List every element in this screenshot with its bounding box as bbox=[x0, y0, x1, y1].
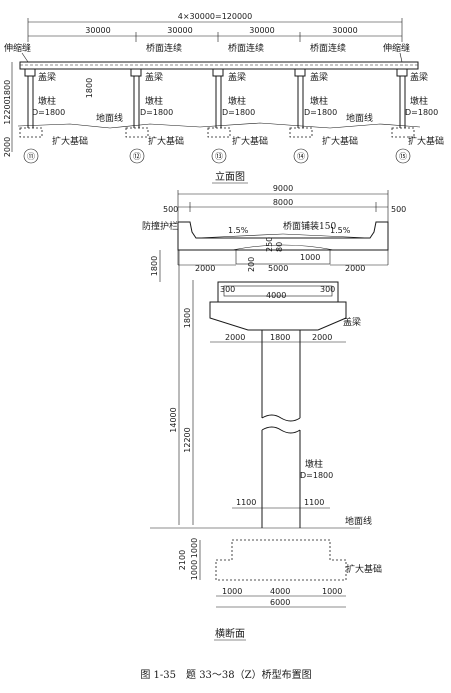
pier-no-13: ⑬ bbox=[215, 152, 223, 161]
total-span-dim: 4×30000=120000 bbox=[178, 12, 252, 21]
xs-dim-2000-right: 2000 bbox=[345, 264, 365, 273]
xs-dim-1000-f1: 1000 bbox=[190, 538, 199, 558]
xs-dim-1800-cap: 1800 bbox=[183, 308, 192, 328]
xs-dim-200: 200 bbox=[247, 257, 256, 272]
elev-pier-d-1: D=1800 bbox=[32, 108, 65, 117]
elev-capbeam-label-1: 盖梁 bbox=[38, 71, 56, 83]
xs-dim-500-right: 500 bbox=[391, 205, 406, 214]
elev-pier-label-3: 墩柱 bbox=[228, 95, 246, 107]
elevation-title: 立面图 bbox=[215, 170, 245, 183]
xs-foundation bbox=[215, 539, 347, 581]
xs-slope-right: 1.5% bbox=[330, 226, 351, 235]
xs-dim-300-right: 300 bbox=[320, 285, 335, 294]
pier-no-15: ⑮ bbox=[399, 152, 407, 161]
xs-dim-12200: 12200 bbox=[183, 427, 192, 452]
xs-pier-d: D=1800 bbox=[300, 471, 333, 480]
pier-no-11: ⑪ bbox=[27, 152, 35, 161]
elev-ground-label-2: 地面线 bbox=[346, 112, 373, 124]
elevation-pier-2 bbox=[125, 68, 149, 138]
xs-dim-1000-b2: 1000 bbox=[322, 587, 342, 596]
span-dim-2: 30000 bbox=[167, 26, 192, 35]
xs-dim-5000: 5000 bbox=[268, 264, 288, 273]
elev-capbeam-label-2: 盖梁 bbox=[145, 71, 163, 83]
elevation-ground-line bbox=[17, 122, 421, 129]
xs-paving-label: 桥面铺装150 bbox=[283, 220, 336, 232]
xs-guardrail-label: 防撞护栏 bbox=[142, 220, 178, 232]
xs-dim-9000: 9000 bbox=[273, 184, 293, 193]
xs-dim-1000-b1: 1000 bbox=[222, 587, 242, 596]
xs-dim-500-left: 500 bbox=[163, 205, 178, 214]
pier-no-14: ⑭ bbox=[297, 152, 305, 161]
span-dim-1: 30000 bbox=[85, 26, 110, 35]
elevation-pier-4 bbox=[289, 68, 313, 138]
elev-dim-2000: 2000 bbox=[3, 137, 12, 157]
xs-dim-1100-left: 1100 bbox=[236, 498, 256, 507]
elev-foundation-label-3: 扩大基础 bbox=[232, 135, 268, 147]
elev-dim-1800: 1800 bbox=[3, 80, 12, 100]
elev-capbeam-label-4: 盖梁 bbox=[310, 71, 328, 83]
elev-pier-d-2: D=1800 bbox=[140, 108, 173, 117]
xs-dim-2000-left: 2000 bbox=[195, 264, 215, 273]
xs-cap-beam bbox=[209, 301, 347, 331]
elev-pier-d-4: D=1800 bbox=[304, 108, 337, 117]
span-dim-4: 30000 bbox=[332, 26, 357, 35]
elev-foundation-label-4: 扩大基础 bbox=[322, 135, 358, 147]
xs-pier-label: 墩柱 bbox=[305, 458, 323, 470]
elev-pier-label-2: 墩柱 bbox=[145, 95, 163, 107]
xs-capbeam-label: 盖梁 bbox=[343, 316, 361, 328]
xs-dim-14000: 14000 bbox=[169, 407, 178, 432]
xs-dim-4000-cap: 4000 bbox=[266, 291, 286, 300]
xs-dim-8000: 8000 bbox=[273, 198, 293, 207]
xs-dim-1800-w: 1800 bbox=[270, 333, 290, 342]
elev-foundation-label-1: 扩大基础 bbox=[52, 135, 88, 147]
expansion-joint-right-label: 伸缩缝 bbox=[383, 42, 410, 54]
elev-pier-d-5: D=1800 bbox=[405, 108, 438, 117]
elev-ground-label: 地面线 bbox=[96, 112, 123, 124]
figure-caption: 图 1-35 题 33～38（Z）桥型布置图 bbox=[140, 668, 311, 681]
xs-slope-left: 1.5% bbox=[228, 226, 249, 235]
elev-dim-1800-b: 1800 bbox=[85, 78, 94, 98]
xs-dim-2000-a: 2000 bbox=[225, 333, 245, 342]
elev-pier-label-4: 墩柱 bbox=[310, 95, 328, 107]
elevation-pier-5 bbox=[391, 68, 415, 138]
span-dim-3: 30000 bbox=[249, 26, 274, 35]
xs-pier-column bbox=[261, 330, 301, 528]
pier-no-12: ⑫ bbox=[133, 152, 141, 161]
expansion-joint-left-label: 伸缩缝 bbox=[4, 42, 31, 54]
elev-foundation-label-2: 扩大基础 bbox=[148, 135, 184, 147]
xs-dim-4000-f: 4000 bbox=[270, 587, 290, 596]
xs-foundation-label: 扩大基础 bbox=[346, 563, 382, 575]
xs-dim-300-left: 300 bbox=[220, 285, 235, 294]
elevation-pier-3 bbox=[207, 68, 231, 138]
xs-dim-6000: 6000 bbox=[270, 598, 290, 607]
xs-dim-1100-right: 1100 bbox=[304, 498, 324, 507]
xs-dim-2100: 2100 bbox=[178, 550, 187, 570]
cross-section-view: 9000 8000 500 500 防撞护栏 1.5% 桥面铺装150 1.5%… bbox=[142, 184, 406, 641]
xs-dim-1800-top: 1800 bbox=[150, 256, 159, 276]
deck-continuity-label-2: 桥面连续 bbox=[228, 42, 264, 54]
xs-ground-label: 地面线 bbox=[345, 515, 372, 527]
elev-pier-d-3: D=1800 bbox=[222, 108, 255, 117]
xs-dim-1000-f2: 1000 bbox=[190, 560, 199, 580]
elev-dim-12200: 12200 bbox=[3, 99, 12, 124]
xs-dim-80: 80 bbox=[275, 242, 284, 252]
elev-pier-label-1: 墩柱 bbox=[38, 95, 56, 107]
elev-capbeam-label-3: 盖梁 bbox=[228, 71, 246, 83]
cross-section-title: 横断面 bbox=[215, 627, 245, 640]
elevation-deck bbox=[19, 61, 419, 70]
deck-continuity-label-1: 桥面连续 bbox=[146, 42, 182, 54]
elev-foundation-label-5: 扩大基础 bbox=[408, 135, 444, 147]
xs-dim-250: 250 bbox=[265, 237, 274, 252]
elevation-pier-1 bbox=[19, 68, 43, 138]
elev-pier-label-5: 墩柱 bbox=[410, 95, 428, 107]
elev-capbeam-label-5: 盖梁 bbox=[410, 71, 428, 83]
elevation-view: 4×30000=120000 30000 30000 30000 30000 伸… bbox=[3, 12, 444, 184]
xs-dim-2000-b: 2000 bbox=[312, 333, 332, 342]
xs-dim-1000: 1000 bbox=[300, 253, 320, 262]
deck-continuity-label-3: 桥面连续 bbox=[310, 42, 346, 54]
